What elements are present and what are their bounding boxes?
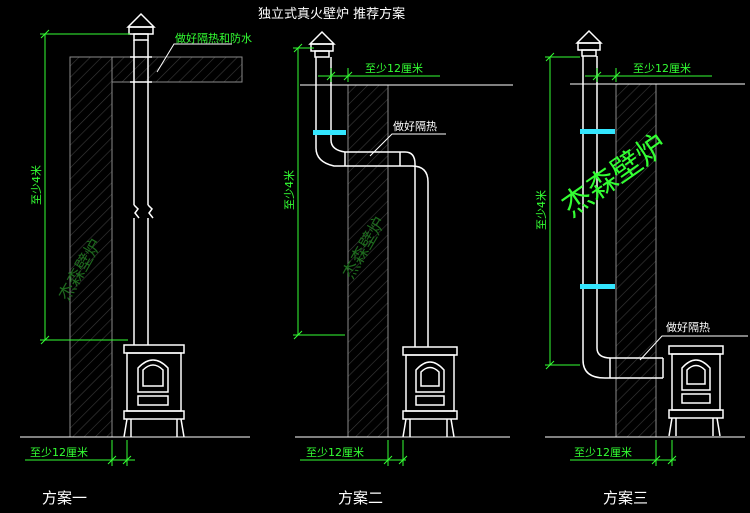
clearance-dimension [570,440,677,466]
scheme-1: 至少4米 至少12厘米 做好隔热和防水 杰森壁炉 方案一 [20,12,252,507]
clearance-dim-label: 至少12厘米 [306,446,364,459]
height-dimension [293,43,345,340]
scheme-2: 至少4米 至少12厘米 至少12厘米 做好隔热 杰森壁炉 方案二 [283,30,513,507]
insulation-band-upper [580,129,615,134]
height-dimension [545,52,580,370]
scheme-label: 方案三 [603,489,648,507]
clearance-dim-label: 至少12厘米 [30,446,88,459]
wall [69,56,113,438]
stove [402,346,458,438]
chimney-cap [126,12,156,41]
roof-slab [111,56,243,83]
height-dim-label: 至少4米 [30,165,43,205]
wall [347,84,389,438]
clearance-dimension [25,440,135,466]
annotation-insulation: 做好隔热 [666,320,710,334]
clearance-top-label: 至少12厘米 [633,62,691,75]
clearance-dim-label: 至少12厘米 [574,446,632,459]
height-dim-label: 至少4米 [535,190,548,230]
leader-line [369,133,446,157]
clearance-dimension [300,440,408,466]
stove [668,345,724,437]
flue-pipe [582,56,664,379]
height-dim-label: 至少4米 [283,170,296,210]
height-dimension [40,29,130,345]
insulation-band-lower [580,284,615,289]
chimney-cap [308,30,336,58]
leader-line [639,335,748,361]
annotation-insulation: 做好隔热 [393,119,437,133]
chimney-cap [575,29,603,57]
scheme-label: 方案二 [338,489,383,507]
stove [123,344,185,438]
leader-line [156,43,232,73]
drawing-title: 独立式真火壁炉 推荐方案 [258,6,405,22]
scheme-label: 方案一 [42,489,87,507]
scheme-3: 至少4米 至少12厘米 至少12厘米 做好隔热 杰森壁炉 方案三 [535,29,748,507]
clearance-dimension-top [585,68,712,82]
flue-pipe [130,40,154,345]
clearance-dimension-top [318,68,440,82]
insulation-band [313,130,346,135]
annotation-insulation-waterproof: 做好隔热和防水 [175,31,252,45]
clearance-top-label: 至少12厘米 [365,62,423,75]
flue-pipe [315,57,429,347]
